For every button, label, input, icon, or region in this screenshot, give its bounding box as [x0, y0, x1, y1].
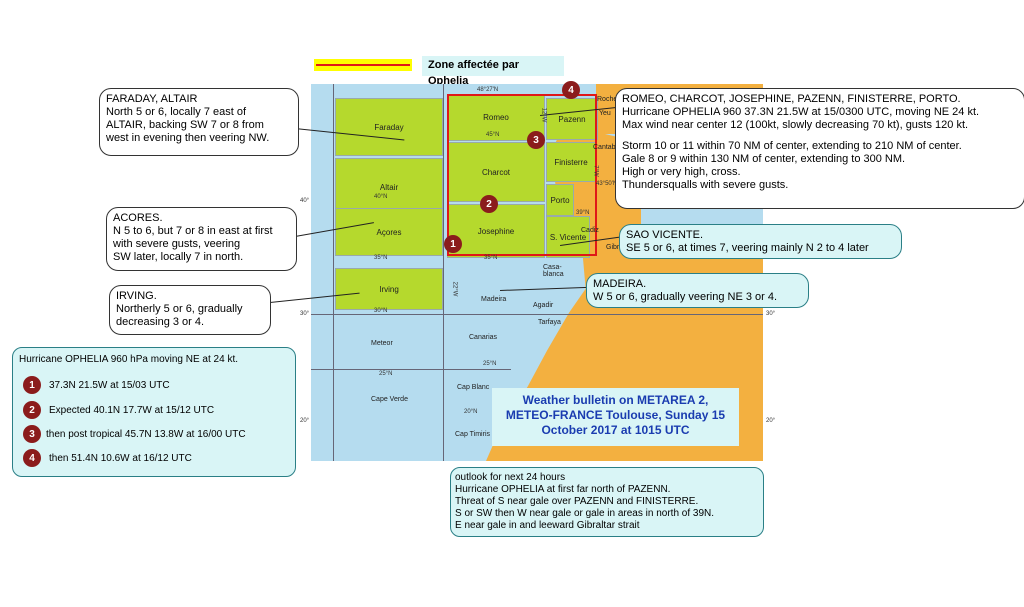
- lat-label: 45°N: [486, 132, 500, 138]
- zone-label-gibr: Gibr: [606, 244, 620, 251]
- zone-label-madeira: Madeira: [481, 296, 507, 303]
- zone-sao-vicente: S. Vicente: [546, 216, 590, 258]
- zone-label-canarias: Canarias: [469, 334, 498, 341]
- track-marker-2: 2: [480, 195, 498, 213]
- zone-irving: Irving: [335, 268, 443, 310]
- edge-tick-left: 20°: [300, 418, 310, 424]
- track-point-4: then 51.4N 10.6W at 16/12 UTC: [49, 453, 192, 464]
- track-point-1: 37.3N 21.5W at 15/03 UTC: [49, 380, 170, 391]
- lat-label: 40°N: [374, 194, 388, 200]
- legend-swatch: [314, 59, 412, 71]
- zone-porto: Porto: [546, 184, 574, 216]
- lat-label: 20°N: [464, 409, 478, 415]
- bulletin-title: Weather bulletin on METAREA 2, METEO-FRA…: [492, 388, 739, 446]
- edge-tick-right: 30°: [766, 311, 776, 317]
- zone-label-yeu: Yeu: [599, 110, 611, 117]
- legend: Zone affectée par Ophelia: [314, 56, 564, 87]
- track-marker-4: 4: [562, 81, 580, 99]
- zone-label-cap-timiris: Cap Timiris: [455, 431, 491, 438]
- track-badge-2: 2: [23, 401, 41, 419]
- callout-acores: ACORES. N 5 to 6, but 7 or 8 in east at …: [106, 207, 297, 271]
- outlook-panel: outlook for next 24 hours Hurricane OPHE…: [450, 467, 764, 537]
- zone-josephine: Josephine: [447, 204, 545, 258]
- affected-zone-outline: [447, 94, 597, 256]
- track-point-2: Expected 40.1N 17.7W at 15/12 UTC: [49, 405, 215, 416]
- legend-label: Zone affectée par Ophelia: [422, 56, 564, 87]
- callout-madeira: MADEIRA. W 5 or 6, gradually veering NE …: [586, 273, 809, 308]
- lon-label: 22°W: [451, 281, 458, 297]
- track-badge-3: 3: [23, 425, 41, 443]
- lat-label: 30°N: [374, 308, 388, 314]
- edge-tick-left: 40°: [300, 198, 310, 204]
- callout-sao-vicente: SAO VICENTE. SE 5 or 6, at times 7, veer…: [619, 224, 902, 259]
- lon-label: 7°W: [592, 165, 599, 177]
- zone-altair: Altair: [335, 158, 443, 216]
- track-point-3: then post tropical 45.7N 13.8W at 16/00 …: [46, 429, 246, 440]
- zone-label-casablanca: Casa-blanca: [543, 264, 564, 278]
- zone-label-cap-blanc: Cap Blanc: [457, 384, 490, 391]
- callout-romeo-group: ROMEO, CHARCOT, JOSEPHINE, PAZENN, FINIS…: [615, 88, 1024, 209]
- track-badge-1: 1: [23, 376, 41, 394]
- zone-finisterre: Finisterre: [546, 142, 596, 182]
- zone-charcot: Charcot: [447, 142, 545, 202]
- zone-label-agadir: Agadir: [533, 302, 554, 309]
- lat-label: 25°N: [379, 371, 393, 377]
- edge-tick-left: 30°: [300, 311, 310, 317]
- callout-faraday-altair: FARADAY, ALTAIR North 5 or 6, locally 7 …: [99, 88, 299, 156]
- track-marker-1: 1: [444, 235, 462, 253]
- zone-label-cadiz: Cadiz: [581, 227, 599, 234]
- lat-label: 39°N: [576, 210, 590, 216]
- zone-label-tarfaya: Tarfaya: [538, 319, 561, 326]
- track-title: Hurricane OPHELIA 960 hPa moving NE at 2…: [19, 354, 238, 365]
- lat-label: 35°N: [484, 255, 498, 261]
- callout-irving: IRVING. Northerly 5 or 6, gradually decr…: [109, 285, 271, 335]
- zone-acores: Açores: [335, 208, 443, 256]
- zone-label-meteor: Meteor: [371, 340, 393, 347]
- track-badge-4: 4: [23, 449, 41, 467]
- edge-tick-right: 20°: [766, 418, 776, 424]
- zone-label-cantab: Cantab: [593, 144, 616, 151]
- zone-faraday: Faraday: [335, 98, 443, 156]
- zone-label-cape-verde: Cape Verde: [371, 396, 408, 403]
- lat-label: 43°50'N: [596, 181, 618, 187]
- lat-label: 35°N: [374, 255, 388, 261]
- track-marker-3: 3: [527, 131, 545, 149]
- track-panel: Hurricane OPHELIA 960 hPa moving NE at 2…: [12, 347, 296, 477]
- lat-label: 48°27'N: [477, 87, 499, 93]
- lat-label: 25°N: [483, 361, 497, 367]
- zone-pazenn: Pazenn: [546, 98, 598, 140]
